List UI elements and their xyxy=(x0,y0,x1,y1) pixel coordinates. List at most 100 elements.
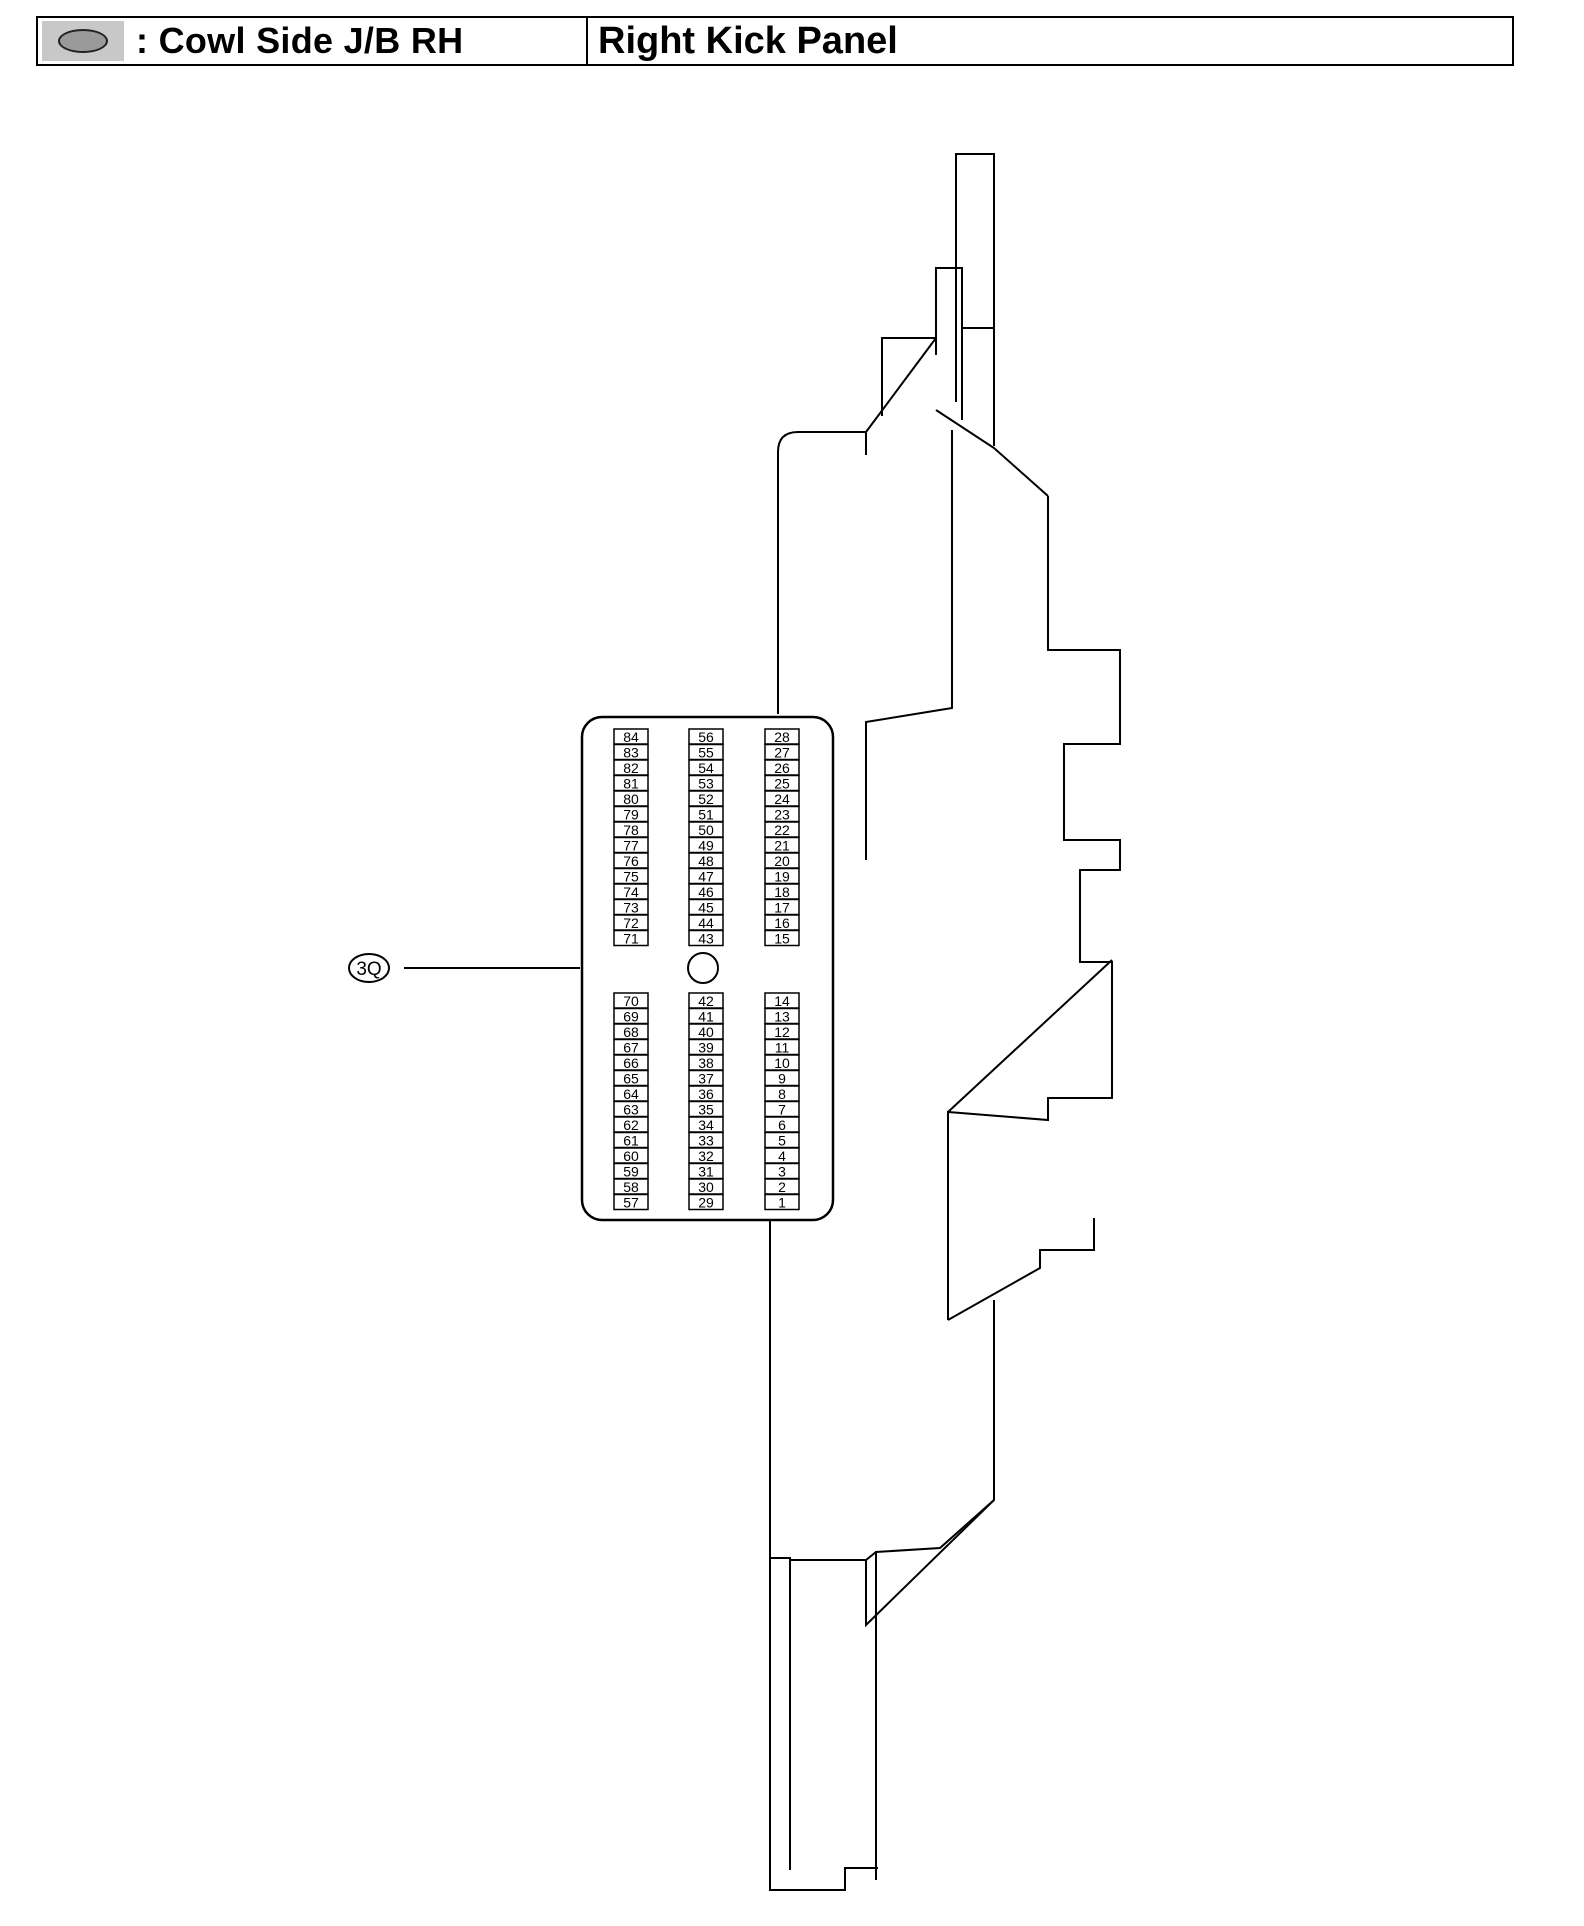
pin-number: 24 xyxy=(774,791,790,807)
pin-number: 13 xyxy=(774,1009,790,1025)
connector-pin-grid: 8483828180797877767574737271706968676665… xyxy=(613,728,800,1211)
pin-number: 20 xyxy=(774,853,790,869)
pin-number: 40 xyxy=(698,1024,714,1040)
connector-label: 3Q xyxy=(356,959,381,980)
pin-number: 31 xyxy=(698,1164,714,1180)
pin-number: 2 xyxy=(778,1179,786,1195)
pin-number: 66 xyxy=(623,1055,639,1071)
pin-number: 43 xyxy=(698,931,714,947)
pin-number: 36 xyxy=(698,1086,714,1102)
pin-number: 57 xyxy=(623,1195,639,1211)
pin-number: 7 xyxy=(778,1102,786,1118)
pin-number: 30 xyxy=(698,1179,714,1195)
junction-block-outline xyxy=(769,153,1121,1891)
pin-number: 78 xyxy=(623,822,639,838)
pin-cell xyxy=(688,1193,724,1211)
pin-number: 68 xyxy=(623,1024,639,1040)
pin-number: 56 xyxy=(698,729,714,745)
pin-number: 47 xyxy=(698,869,714,885)
pin-cell xyxy=(764,929,800,947)
pin-number: 50 xyxy=(698,822,714,838)
pin-number: 67 xyxy=(623,1040,639,1056)
pin-number: 11 xyxy=(775,1040,790,1056)
pin-number: 53 xyxy=(698,776,714,792)
pin-number: 19 xyxy=(774,869,790,885)
pin-number: 76 xyxy=(623,853,639,869)
pin-number: 75 xyxy=(623,869,639,885)
pin-number: 26 xyxy=(774,760,790,776)
pin-number: 10 xyxy=(774,1055,790,1071)
pin-number: 5 xyxy=(778,1133,786,1149)
pin-number: 15 xyxy=(774,931,790,947)
pin-number: 3 xyxy=(778,1164,786,1180)
pin-number: 72 xyxy=(623,915,639,931)
pin-number: 35 xyxy=(698,1102,714,1118)
pin-cell xyxy=(613,929,649,947)
pin-number: 60 xyxy=(623,1148,639,1164)
pin-number: 1 xyxy=(778,1195,786,1211)
pin-number: 62 xyxy=(623,1117,639,1133)
pin-number: 23 xyxy=(774,807,790,823)
diagram-header: : Cowl Side J/B RH Right Kick Panel xyxy=(36,16,1514,66)
pin-number: 4 xyxy=(778,1148,786,1164)
pin-number: 70 xyxy=(623,993,639,1009)
pin-number: 22 xyxy=(774,822,790,838)
connector-center-hole xyxy=(687,952,719,984)
pin-number: 14 xyxy=(774,993,790,1009)
pin-number: 71 xyxy=(623,931,639,947)
pin-number: 21 xyxy=(774,838,790,854)
pin-number: 61 xyxy=(623,1133,639,1149)
pin-number: 81 xyxy=(623,776,639,792)
pin-number: 32 xyxy=(698,1148,714,1164)
pin-number: 48 xyxy=(698,853,714,869)
pin-number: 6 xyxy=(778,1117,786,1133)
pin-number: 28 xyxy=(774,729,790,745)
header-location: Right Kick Panel xyxy=(598,19,898,62)
pin-number: 49 xyxy=(698,838,714,854)
pin-number: 17 xyxy=(774,900,790,916)
pin-number: 8 xyxy=(778,1086,786,1102)
pin-number: 52 xyxy=(698,791,714,807)
pin-number: 16 xyxy=(774,915,790,931)
pin-number: 46 xyxy=(698,884,714,900)
header-title-cell: : Cowl Side J/B RH xyxy=(38,18,588,64)
pin-number: 64 xyxy=(623,1086,639,1102)
header-title: : Cowl Side J/B RH xyxy=(136,20,464,61)
pin-number: 84 xyxy=(623,729,639,745)
pin-number: 65 xyxy=(623,1071,639,1087)
pin-number: 58 xyxy=(623,1179,639,1195)
pin-number: 9 xyxy=(778,1071,786,1087)
pin-number: 51 xyxy=(698,807,714,823)
pin-number: 44 xyxy=(698,915,714,931)
pin-number: 39 xyxy=(698,1040,714,1056)
pin-cell xyxy=(613,1193,649,1211)
pin-number: 45 xyxy=(698,900,714,916)
pin-number: 42 xyxy=(698,993,714,1009)
pin-cell xyxy=(764,1193,800,1211)
pin-number: 37 xyxy=(698,1071,714,1087)
pin-number: 25 xyxy=(774,776,790,792)
pin-number: 54 xyxy=(698,760,714,776)
pin-number: 12 xyxy=(774,1024,790,1040)
pin-number: 29 xyxy=(698,1195,714,1211)
pin-number: 41 xyxy=(698,1009,714,1025)
pin-number: 83 xyxy=(623,745,639,761)
pin-number: 82 xyxy=(623,760,639,776)
pin-number: 79 xyxy=(623,807,639,823)
pin-number: 27 xyxy=(774,745,790,761)
pin-number: 69 xyxy=(623,1009,639,1025)
junction-block-icon xyxy=(42,21,124,61)
pin-number: 73 xyxy=(623,900,639,916)
pin-number: 34 xyxy=(698,1117,714,1133)
pin-number: 18 xyxy=(774,884,790,900)
pin-cell xyxy=(688,929,724,947)
pin-number: 63 xyxy=(623,1102,639,1118)
pin-number: 38 xyxy=(698,1055,714,1071)
header-location-cell: Right Kick Panel xyxy=(588,18,1512,64)
pin-number: 80 xyxy=(623,791,639,807)
pin-number: 74 xyxy=(623,884,639,900)
connector-label-badge xyxy=(348,953,390,983)
pin-number: 33 xyxy=(698,1133,714,1149)
pin-number: 55 xyxy=(698,745,714,761)
